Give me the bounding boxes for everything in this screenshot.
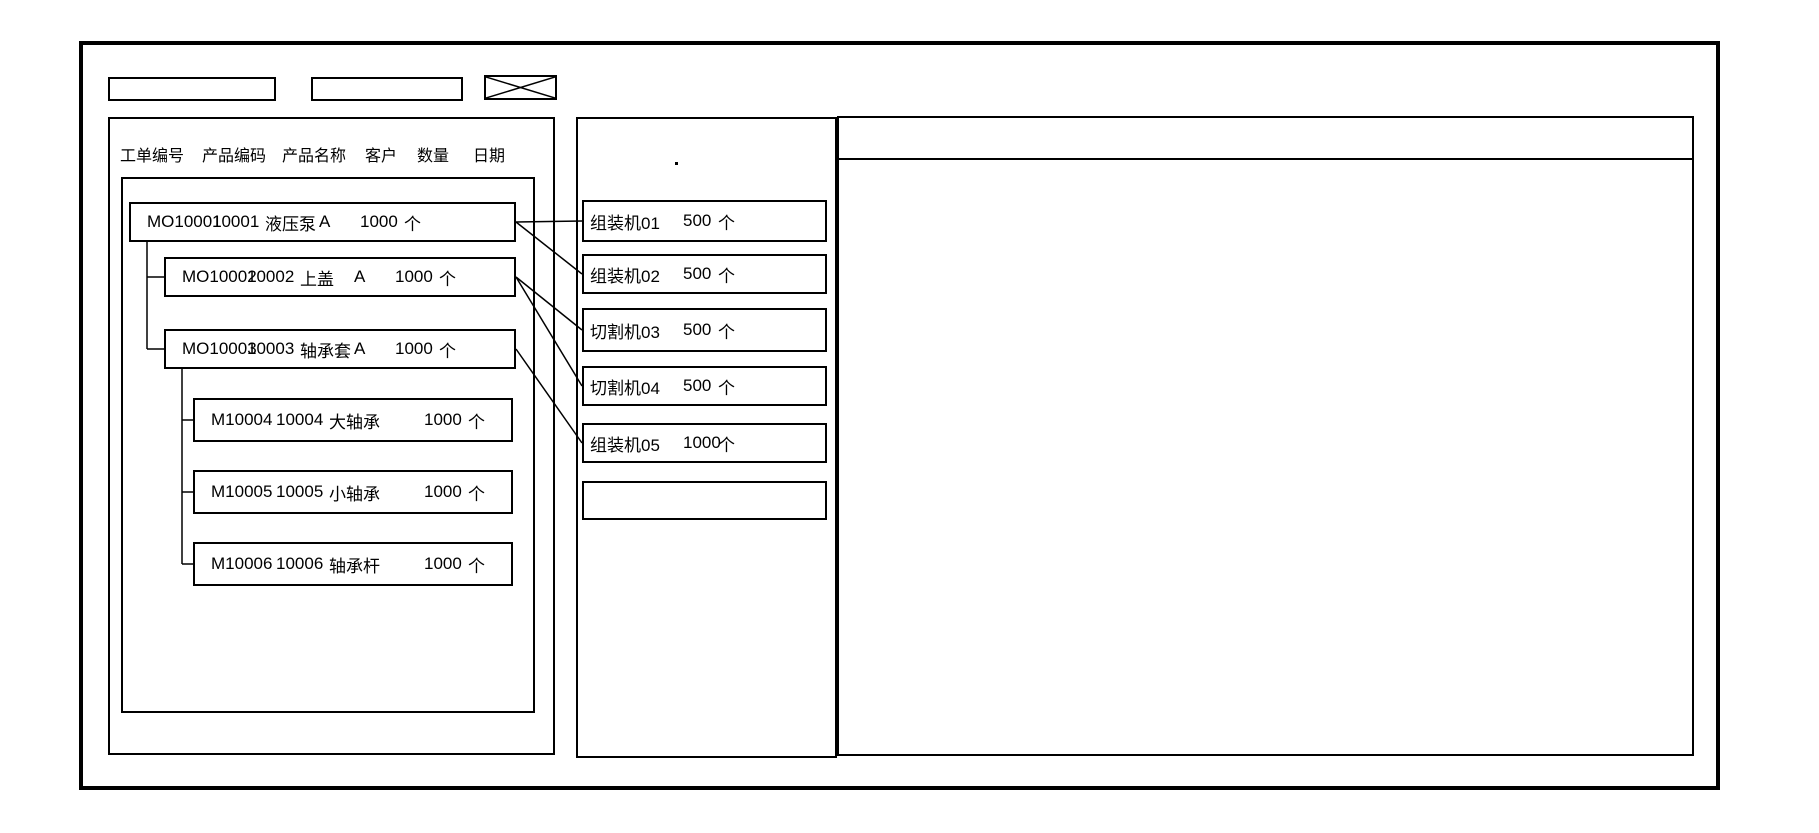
wo-product-name: 液压泵	[265, 214, 316, 234]
wo-unit: 个	[439, 341, 456, 361]
wo-qty: 1000	[395, 339, 433, 358]
wo-product-code: 10002	[247, 267, 295, 286]
wo-product-name: 小轴承	[329, 484, 380, 504]
machine-row-2[interactable]: 切割机03 500 个	[582, 308, 827, 352]
close-button[interactable]	[484, 75, 557, 100]
wo-unit: 个	[468, 556, 485, 576]
machine-row-0[interactable]: 组装机01 500 个	[582, 200, 827, 242]
wo-customer: A	[354, 339, 366, 358]
work-order-row-1[interactable]: MO10002 10002 上盖 A 1000 个	[164, 257, 516, 297]
wo-product-name: 轴承套	[300, 341, 351, 361]
wo-order-no: M10006	[211, 554, 273, 573]
col-header-date: 日期	[473, 148, 506, 165]
machine-qty: 500	[683, 376, 712, 395]
work-order-row-2[interactable]: MO10003 10003 轴承套 A 1000 个	[164, 329, 516, 369]
wo-order-no: M10005	[211, 482, 273, 501]
machine-name: 切割机04	[590, 378, 660, 398]
detail-panel-header	[839, 118, 1692, 160]
work-order-row-5[interactable]: M10006 10006 轴承杆 1000 个	[193, 542, 513, 586]
wo-order-no: MO10003	[182, 339, 257, 358]
wo-qty: 1000	[424, 554, 462, 573]
machine-name: 组装机01	[590, 213, 660, 233]
wo-order-no: MO10002	[182, 267, 257, 286]
toolbar-input-1[interactable]	[108, 77, 276, 101]
wo-product-code: 10001	[212, 212, 260, 231]
wo-qty: 1000	[360, 212, 398, 231]
wo-unit: 个	[404, 214, 421, 234]
col-header-order-no: 工单编号	[120, 148, 185, 165]
wo-customer: A	[319, 212, 331, 231]
machine-unit: 个	[718, 435, 735, 455]
wo-qty: 1000	[424, 482, 462, 501]
machine-row-4[interactable]: 组装机05 1000 个	[582, 423, 827, 463]
wo-qty: 1000	[395, 267, 433, 286]
wo-product-name: 上盖	[300, 269, 334, 289]
wo-product-code: 10003	[247, 339, 295, 358]
work-order-row-0[interactable]: MO10001 10001 液压泵 A 1000 个	[129, 202, 516, 242]
col-header-product-name: 产品名称	[282, 148, 347, 165]
wo-qty: 1000	[424, 410, 462, 429]
machine-name: 切割机03	[590, 322, 660, 342]
machine-qty: 500	[683, 320, 712, 339]
machine-unit: 个	[718, 322, 735, 342]
col-header-product-code: 产品编码	[202, 148, 267, 165]
wo-product-code: 10005	[276, 482, 324, 501]
wo-product-name: 轴承杆	[329, 556, 380, 576]
col-header-qty: 数量	[417, 148, 450, 165]
close-icon	[486, 77, 555, 98]
machine-qty: 500	[683, 264, 712, 283]
col-header-customer: 客户	[365, 148, 398, 165]
machine-row-3[interactable]: 切割机04 500 个	[582, 366, 827, 406]
machine-row-1[interactable]: 组装机02 500 个	[582, 254, 827, 294]
machine-row-5[interactable]	[582, 481, 827, 520]
machine-name: 组装机05	[590, 435, 660, 455]
machine-name: 组装机02	[590, 266, 660, 286]
work-order-row-3[interactable]: M10004 10004 大轴承 1000 个	[193, 398, 513, 442]
machine-unit: 个	[718, 378, 735, 398]
wo-order-no: MO10001	[147, 212, 222, 231]
wo-product-code: 10006	[276, 554, 324, 573]
wo-customer: A	[354, 267, 366, 286]
toolbar-input-2[interactable]	[311, 77, 463, 101]
wo-order-no: M10004	[211, 410, 273, 429]
machine-unit: 个	[718, 266, 735, 286]
wo-unit: 个	[439, 269, 456, 289]
wo-unit: 个	[468, 484, 485, 504]
detail-panel	[837, 116, 1694, 756]
wo-product-name: 大轴承	[329, 412, 380, 432]
machine-qty: 500	[683, 211, 712, 230]
machine-unit: 个	[718, 213, 735, 233]
wo-product-code: 10004	[276, 410, 324, 429]
machine-qty: 1000	[683, 433, 721, 452]
column-header-row: 工单编号 产品编码 产品名称 客户 数量 日期	[120, 142, 540, 165]
wo-unit: 个	[468, 412, 485, 432]
dot-mark	[675, 162, 678, 165]
work-order-row-4[interactable]: M10005 10005 小轴承 1000 个	[193, 470, 513, 514]
